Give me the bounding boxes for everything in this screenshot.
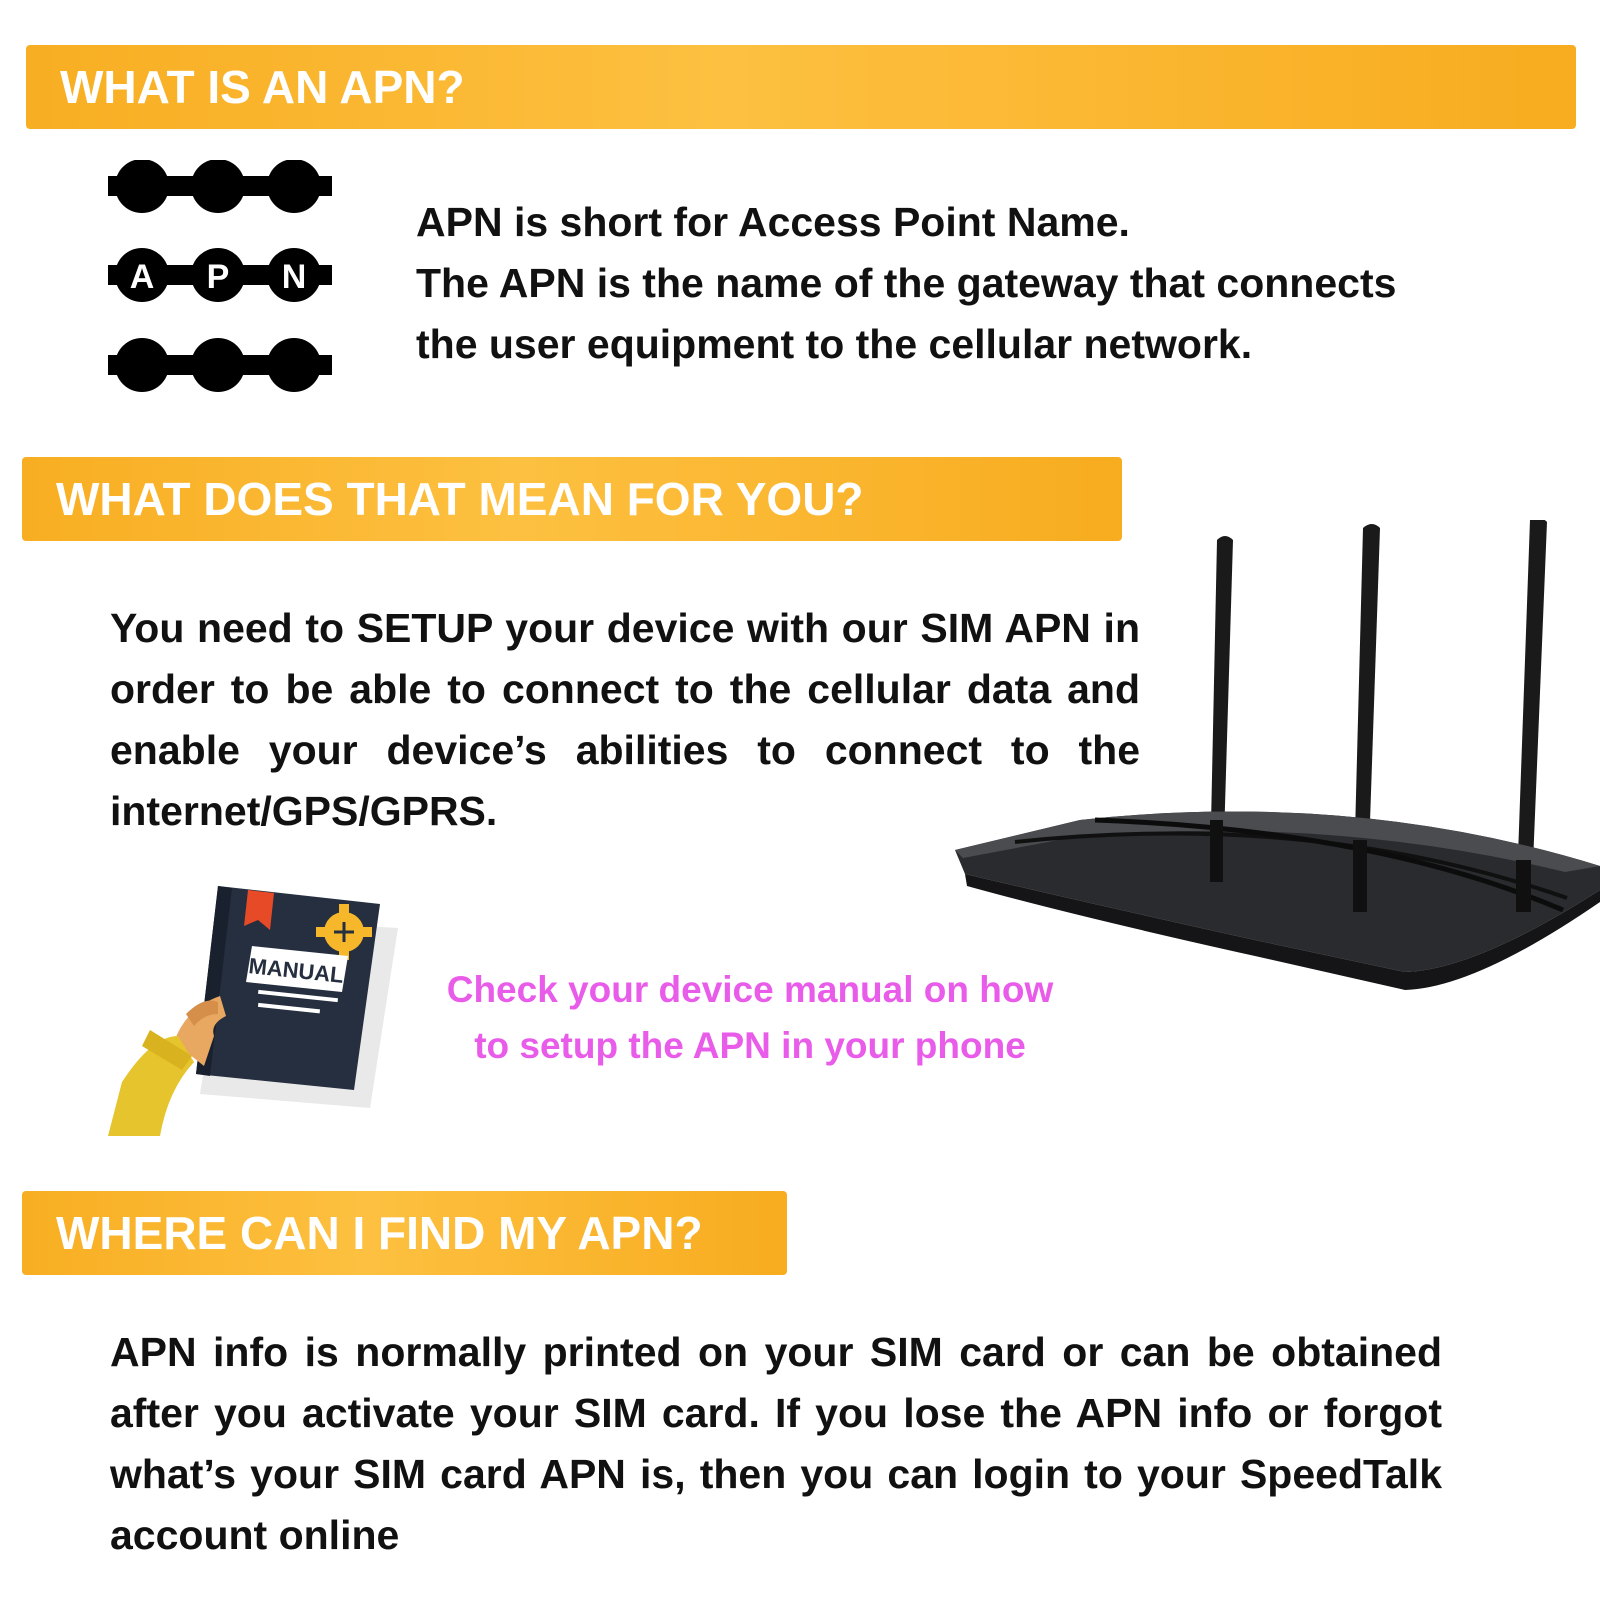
section-heading-where-find-apn: WHERE CAN I FIND MY APN? [22,1191,787,1275]
where-to-find-explanation: APN info is normally printed on your SIM… [110,1329,1442,1558]
manual-hint-line: to setup the APN in your phone [474,1025,1026,1066]
apn-definition-line: the user equipment to the cellular netwo… [416,321,1253,367]
manual-hint-line: Check your device manual on how [446,969,1054,1010]
manual-hint: Check your device manual on how to setup… [430,962,1070,1074]
apn-node-icon: A P N [108,160,332,392]
apn-definition-line: The APN is the name of the gateway that … [416,260,1397,306]
section-heading-what-is-apn: WHAT IS AN APN? [26,45,1576,129]
setup-explanation: You need to SETUP your device with our S… [110,605,1140,834]
logo-letter-n: N [282,258,307,296]
wifi-router-icon [955,520,1600,990]
logo-letter-a: A [130,258,155,296]
apn-definition: APN is short for Access Point Name. The … [416,192,1536,375]
section-heading-what-does-it-mean: WHAT DOES THAT MEAN FOR YOU? [22,457,1122,541]
manual-book-icon: MANUAL [108,886,398,1136]
apn-definition-line: APN is short for Access Point Name. [416,199,1130,245]
logo-letter-p: P [207,258,230,296]
